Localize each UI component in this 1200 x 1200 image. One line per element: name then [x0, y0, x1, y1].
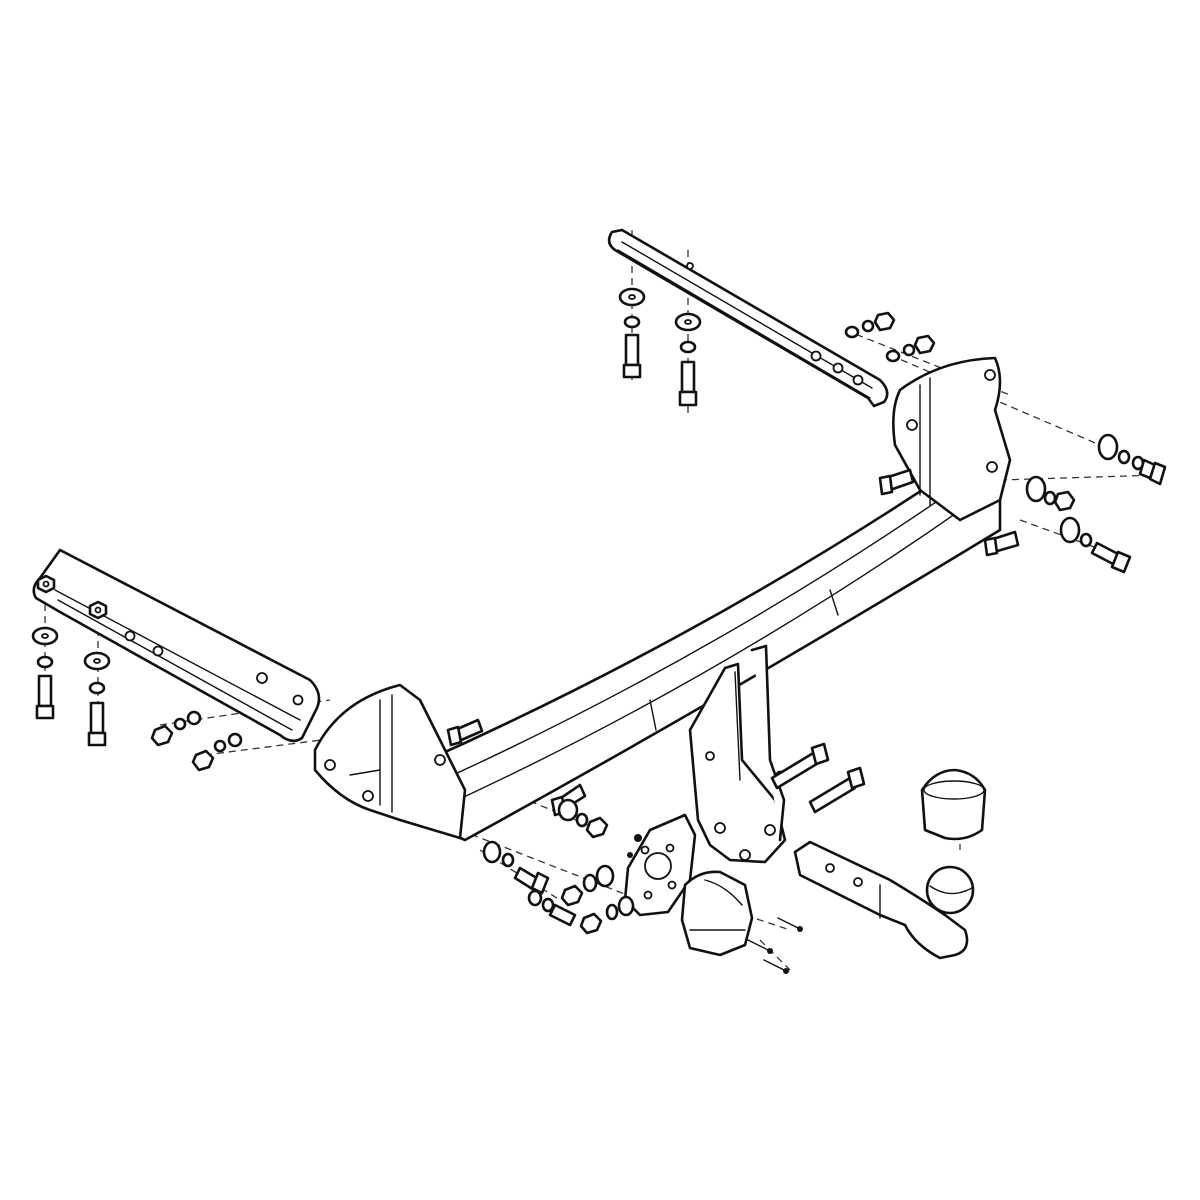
electrical-socket-plate [623, 813, 697, 917]
right-side-bracket [607, 228, 889, 408]
electrical-socket [680, 870, 754, 957]
left-mounting-plate [313, 683, 467, 840]
bolt-set [550, 783, 609, 839]
tow-ball-neck [793, 840, 975, 960]
left-side-bracket [32, 548, 321, 743]
leader-lines [44, 230, 1161, 971]
right-mounting-plate [892, 356, 1012, 522]
bolt-set [31, 626, 59, 720]
bolt-set [1025, 475, 1132, 574]
main-crossbeam [403, 463, 1002, 842]
ball-cover-cap [920, 768, 987, 841]
nut-set [844, 311, 936, 363]
bolt-set [83, 651, 111, 747]
tow-ball [925, 865, 975, 915]
screw-set [747, 917, 803, 974]
bolt-set [446, 718, 484, 747]
bolt-set [674, 312, 702, 407]
nut-set [150, 710, 243, 772]
bolt-set [1097, 433, 1167, 486]
welded-nut [36, 574, 56, 594]
welded-nut [88, 600, 108, 620]
bolt-set [770, 742, 866, 814]
nut-set [560, 864, 635, 921]
bolt-set [618, 287, 646, 379]
fastener-sets [31, 287, 1167, 974]
bolt-set [482, 840, 603, 935]
bolt-set [878, 468, 1020, 557]
center-tow-plates [688, 644, 787, 864]
